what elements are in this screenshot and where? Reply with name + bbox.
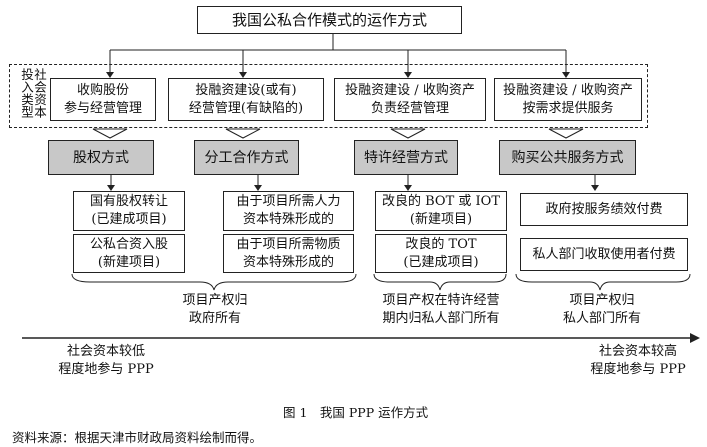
franchise-item-1: 改良的 BOT 或 IOT (新建项目) xyxy=(375,191,507,231)
division-item-2: 由于项目所需物质 资本特殊形成的 xyxy=(223,234,354,273)
braces xyxy=(71,273,691,291)
axis-arrowhead xyxy=(690,333,700,343)
purchase-item-2: 私人部门收取使用者付费 xyxy=(520,238,688,271)
investment-type-2: 投融资建设(或有) 经营管理(有缺陷的) xyxy=(168,78,324,121)
mode-division-of-labor: 分工合作方式 xyxy=(194,140,299,175)
axis-label-low: 社会资本较低 程度地参与 PPP xyxy=(58,344,154,377)
investment-type-label: 社会资本投入类型 xyxy=(19,68,47,118)
mode-equity: 股权方式 xyxy=(48,140,154,175)
ownership-franchise-period: 项目产权在特许经营 期内归私人部门所有 xyxy=(382,293,500,326)
mode-franchise: 特许经营方式 xyxy=(354,140,458,175)
investment-type-group xyxy=(9,64,648,128)
investment-type-4: 投融资建设 / 收购资产 按需求提供服务 xyxy=(494,78,642,121)
ownership-private: 项目产权归 私人部门所有 xyxy=(562,293,641,326)
investment-type-1: 收购股份 参与经营管理 xyxy=(50,78,156,121)
investment-type-3: 投融资建设 / 收购资产 负责经营管理 xyxy=(334,78,486,121)
hollow-arrows xyxy=(92,128,584,139)
equity-item-1: 国有股权转让 (已建成项目) xyxy=(73,191,185,231)
diagram-title: 我国公私合作模式的运作方式 xyxy=(197,6,462,34)
mode-purchase-service: 购买公共服务方式 xyxy=(499,140,636,175)
axis-label-high: 社会资本较高 程度地参与 PPP xyxy=(590,344,686,377)
purchase-item-1: 政府按服务绩效付费 xyxy=(520,193,688,226)
ownership-government: 项目产权归 政府所有 xyxy=(182,293,248,326)
equity-item-2: 公私合资入股 (新建项目) xyxy=(73,234,185,273)
figure-caption: 图 1 我国 PPP 运作方式 xyxy=(283,405,429,420)
franchise-item-2: 改良的 TOT (已建成项目) xyxy=(375,234,507,273)
division-item-1: 由于项目所需人力 资本特殊形成的 xyxy=(223,191,354,231)
data-source-note: 资料来源：根据天津市财政局资料绘制而得。 xyxy=(12,430,263,445)
